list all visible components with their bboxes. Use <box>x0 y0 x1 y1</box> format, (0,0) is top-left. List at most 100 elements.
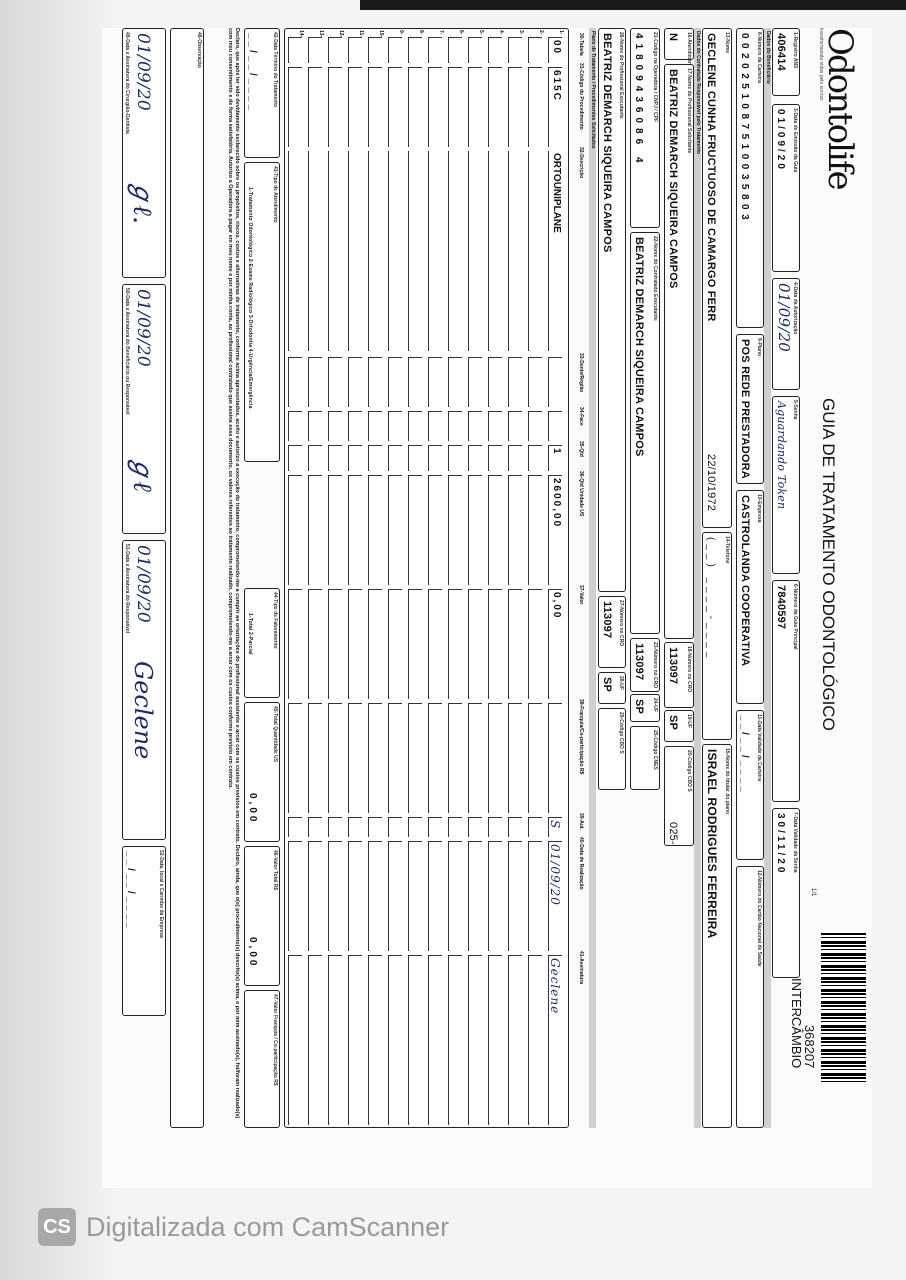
cell-assinatura[interactable] <box>368 955 382 1125</box>
franquia-total-field[interactable]: 47-Valor Franquia / Co-participação R$ <box>244 990 280 1128</box>
cell-valor[interactable] <box>528 589 542 699</box>
cell-face[interactable] <box>508 411 522 441</box>
cell-aut[interactable] <box>348 817 362 837</box>
cell-aut[interactable] <box>508 817 522 837</box>
cell-codigo[interactable] <box>448 67 462 147</box>
cell-face[interactable] <box>408 411 422 441</box>
cell-data[interactable] <box>468 841 482 951</box>
cell-descricao[interactable] <box>288 151 302 351</box>
cell-us[interactable] <box>348 475 362 585</box>
cell-face[interactable] <box>448 411 462 441</box>
cell-assinatura[interactable] <box>388 955 402 1125</box>
cell-codigo[interactable] <box>328 67 342 147</box>
procedure-row[interactable]: 9- <box>384 30 404 1125</box>
cell-qtd[interactable] <box>428 445 442 471</box>
cell-dente[interactable] <box>368 357 382 407</box>
cell-face[interactable] <box>288 411 302 441</box>
procedure-row[interactable]: 7- <box>424 30 444 1125</box>
cell-aut[interactable] <box>388 817 402 837</box>
cell-dente[interactable] <box>468 357 482 407</box>
cnes-field[interactable]: 25-Código CNES <box>630 726 660 790</box>
procedure-row[interactable]: 3- <box>504 30 524 1125</box>
cell-aut[interactable] <box>448 817 462 837</box>
cell-tabela[interactable] <box>328 37 342 63</box>
cell-codigo[interactable] <box>428 67 442 147</box>
procedure-row[interactable]: 13- <box>304 30 324 1125</box>
cell-data[interactable] <box>448 841 462 951</box>
procedure-row[interactable]: 12- <box>324 30 344 1125</box>
cell-dente[interactable] <box>388 357 402 407</box>
cell-descricao[interactable] <box>428 151 442 351</box>
cell-codigo[interactable] <box>408 67 422 147</box>
cell-data[interactable] <box>508 841 522 951</box>
cell-valor[interactable] <box>308 589 322 699</box>
cell-descricao[interactable] <box>488 151 502 351</box>
procedure-row[interactable]: 11- <box>344 30 364 1125</box>
cell-data[interactable] <box>308 841 322 951</box>
cell-us[interactable] <box>448 475 462 585</box>
cell-tabela[interactable] <box>508 37 522 63</box>
cell-codigo[interactable] <box>308 67 322 147</box>
cell-valor[interactable] <box>468 589 482 699</box>
cell-tabela[interactable] <box>528 37 542 63</box>
cell-face[interactable] <box>368 411 382 441</box>
cell-valor[interactable] <box>448 589 462 699</box>
cell-tabela[interactable] <box>308 37 322 63</box>
cell-qtd[interactable] <box>368 445 382 471</box>
cell-franquia[interactable] <box>368 703 382 813</box>
cell-dente[interactable] <box>348 357 362 407</box>
valor-total-field[interactable]: 46-Valor Total R$0,00 <box>244 846 280 986</box>
cell-codigo[interactable] <box>388 67 402 147</box>
cell-franquia[interactable] <box>328 703 342 813</box>
cell-assinatura[interactable]: Geclene <box>548 955 562 1125</box>
cell-qtd[interactable] <box>408 445 422 471</box>
cell-assinatura[interactable] <box>508 955 522 1125</box>
cell-assinatura[interactable] <box>288 955 302 1125</box>
cell-aut[interactable] <box>428 817 442 837</box>
cell-assinatura[interactable] <box>348 955 362 1125</box>
cell-descricao[interactable] <box>368 151 382 351</box>
cell-qtd[interactable] <box>488 445 502 471</box>
cell-qtd[interactable] <box>468 445 482 471</box>
cell-us[interactable] <box>468 475 482 585</box>
cell-descricao[interactable] <box>508 151 522 351</box>
cell-franquia[interactable] <box>428 703 442 813</box>
cell-codigo[interactable] <box>508 67 522 147</box>
cell-codigo[interactable] <box>488 67 502 147</box>
cell-us[interactable] <box>428 475 442 585</box>
cell-us[interactable] <box>388 475 402 585</box>
cell-codigo[interactable] <box>348 67 362 147</box>
cell-tabela[interactable]: 00 <box>548 37 562 63</box>
cell-us[interactable]: 2600,00 <box>548 475 562 585</box>
cell-franquia[interactable] <box>288 703 302 813</box>
cell-dente[interactable] <box>428 357 442 407</box>
cell-descricao[interactable] <box>468 151 482 351</box>
cell-franquia[interactable] <box>508 703 522 813</box>
cell-codigo[interactable] <box>468 67 482 147</box>
cell-data[interactable] <box>428 841 442 951</box>
cell-valor[interactable] <box>488 589 502 699</box>
cell-descricao[interactable] <box>308 151 322 351</box>
cell-data[interactable] <box>368 841 382 951</box>
cell-assinatura[interactable] <box>468 955 482 1125</box>
cell-aut[interactable] <box>488 817 502 837</box>
executante-cbo-field[interactable]: 29-Código CBO S <box>598 708 626 790</box>
cell-dente[interactable] <box>288 357 302 407</box>
cell-data[interactable] <box>328 841 342 951</box>
cell-franquia[interactable] <box>308 703 322 813</box>
cell-data[interactable] <box>528 841 542 951</box>
cell-face[interactable] <box>428 411 442 441</box>
